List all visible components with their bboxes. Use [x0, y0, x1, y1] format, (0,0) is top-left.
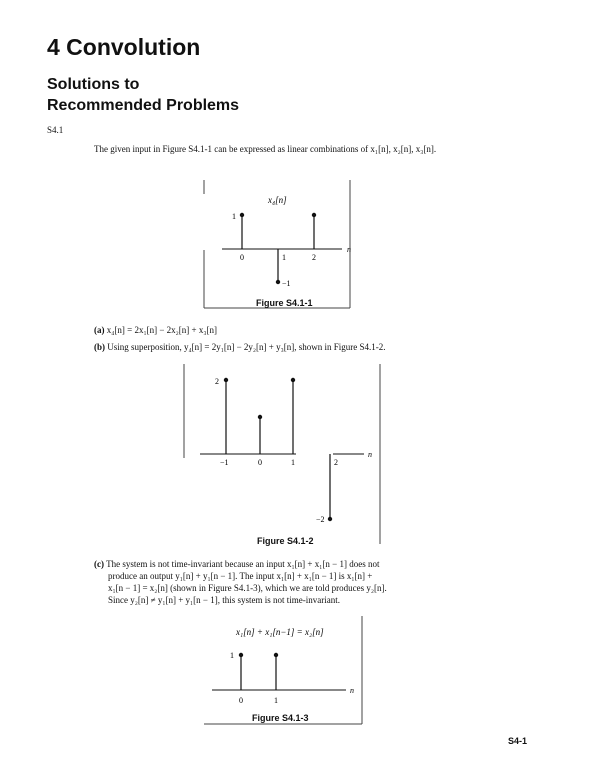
part-c-line3: x₁[n − 1] = x₂[n] (shown in Figure S4.1-…	[108, 583, 387, 593]
figure1-ytick-pos: 1	[232, 212, 236, 221]
part-a-text: x₄[n] = 2x₁[n] − 2x₂[n] + x₃[n]	[106, 325, 218, 335]
figure2-point-m1	[223, 377, 229, 383]
part-a-label: (a)	[94, 325, 105, 335]
figure-s4-1-2: n 2 −2 −1 0 1 2	[183, 364, 381, 544]
figure2-axis-var: n	[368, 450, 372, 459]
figure2-tick-1: 1	[291, 458, 295, 467]
part-a: (a) x₄[n] = 2x₁[n] − 2x₂[n] + x₃[n]	[94, 324, 514, 336]
part-c-label: (c)	[94, 559, 104, 569]
figure1-tick-1: 1	[282, 253, 286, 262]
figure2-tick-2: 2	[334, 458, 338, 467]
intro-paragraph: The given input in Figure S4.1-1 can be …	[94, 144, 437, 154]
figure1-point-0	[239, 212, 245, 218]
problem-number: S4.1	[47, 125, 64, 135]
figure1-point-2	[311, 212, 317, 218]
chapter-title: 4 Convolution	[47, 34, 201, 60]
page-number: S4-1	[508, 736, 528, 746]
part-b-label: (b)	[94, 342, 105, 352]
figure3-label: x₁[n] + x₁[n−1] = x₂[n]	[235, 627, 324, 637]
section-title: Solutions to Recommended Problems	[47, 74, 239, 116]
figure1-tick-0: 0	[240, 253, 244, 262]
section-title-line1: Solutions to	[47, 76, 140, 93]
part-b-text: Using superposition, y₄[n] = 2y₁[n] − 2y…	[107, 342, 386, 352]
figure1-label: x₄[n]	[267, 195, 287, 205]
figure3-caption: Figure S4.1-3	[252, 713, 309, 723]
figure3-point-0	[238, 652, 244, 658]
figure2-ytick-pos: 2	[215, 377, 219, 386]
figure-s4-1-1: x₄[n] n 1 −1 0 1 2	[203, 180, 351, 309]
figure1-tick-2: 2	[312, 253, 316, 262]
figure2-caption: Figure S4.1-2	[257, 536, 314, 546]
figure1-axis-var: n	[347, 245, 351, 254]
figure-s4-1-3: x₁[n] + x₁[n−1] = x₂[n] n 1 0 1	[204, 616, 363, 725]
figure1-point-1	[275, 279, 281, 285]
section-title-line2: Recommended Problems	[47, 97, 240, 114]
part-c-line4: Since y₂[n] ≠ y₁[n] + y₁[n − 1], this sy…	[108, 595, 340, 605]
figure3-point-1	[273, 652, 279, 658]
part-b: (b) Using superposition, y₄[n] = 2y₁[n] …	[94, 341, 534, 353]
figure1-ytick-neg: −1	[282, 279, 291, 288]
part-c-line1-row: (c) The system is not time-invariant bec…	[94, 558, 524, 570]
figure3-tick-0: 0	[239, 696, 243, 705]
figure1-caption: Figure S4.1-1	[256, 298, 313, 308]
figure2-point-2	[327, 516, 333, 522]
part-c: (c) The system is not time-invariant bec…	[94, 558, 524, 606]
figure2-point-1	[290, 377, 296, 383]
figure2-tick-m1: −1	[220, 458, 229, 467]
figure3-ytick-pos: 1	[230, 651, 234, 660]
part-c-line2: produce an output y₁[n] + y₁[n − 1]. The…	[108, 571, 373, 581]
figure2-tick-0: 0	[258, 458, 262, 467]
figure2-ytick-neg: −2	[316, 515, 325, 524]
part-c-line1: The system is not time-invariant because…	[106, 559, 380, 569]
figure3-axis-var: n	[350, 686, 354, 695]
figure3-tick-1: 1	[274, 696, 278, 705]
figure2-point-0	[257, 414, 263, 420]
